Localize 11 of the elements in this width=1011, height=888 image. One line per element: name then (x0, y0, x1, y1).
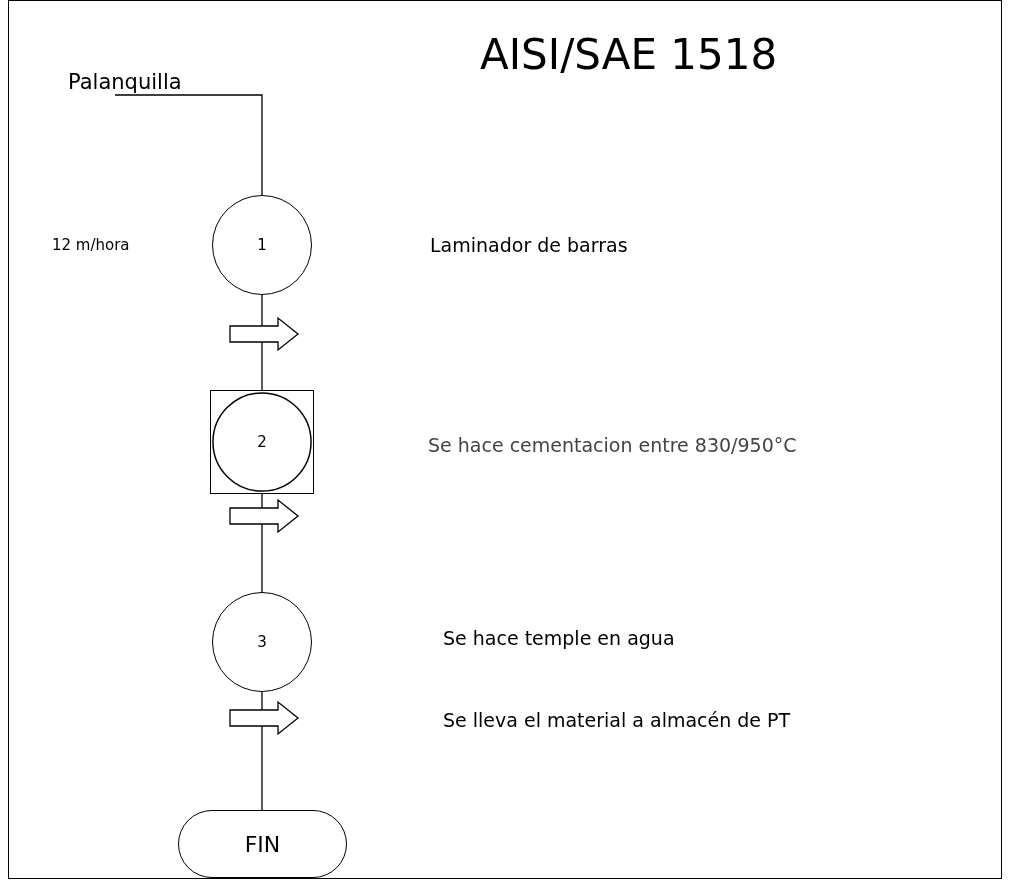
start-label: Palanquilla (68, 70, 182, 94)
step-description: Se hace temple en agua (443, 626, 675, 650)
step-description: Se hace cementacion entre 830/950°C (428, 433, 797, 457)
combined-operation-inspection-symbol (210, 390, 314, 494)
terminator: FIN (178, 810, 347, 878)
step-description: 12 m/hora (52, 235, 130, 256)
connector-line (114, 94, 263, 196)
title: AISI/SAE 1518 (480, 30, 778, 79)
step-description: Laminador de barras (430, 233, 628, 257)
step-number: 2 (256, 433, 268, 451)
step-description: Se lleva el material a almacén de PT (443, 708, 791, 732)
